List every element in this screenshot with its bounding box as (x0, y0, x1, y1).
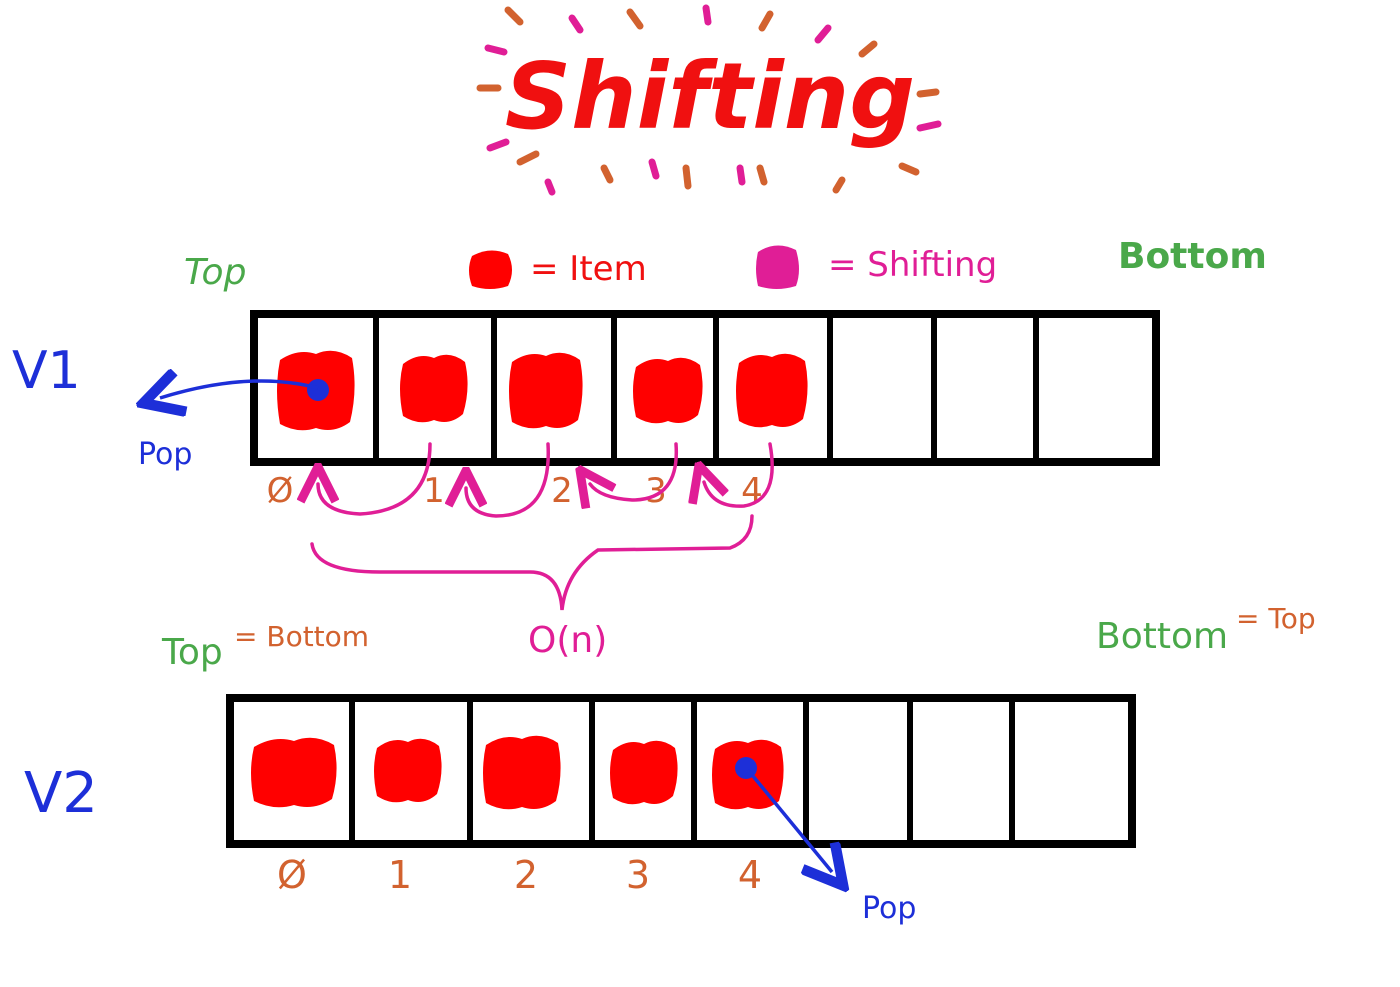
v2-dividers (349, 698, 1015, 844)
v1-index-2: 2 (551, 471, 573, 511)
title-sparkles (476, 4, 942, 196)
v2-index-3: 3 (626, 853, 650, 897)
v1-pop-arrow (160, 381, 319, 398)
v2-bottom-label: Bottom (1096, 616, 1228, 657)
v2-bottom-eq: = Top (1236, 602, 1316, 635)
v1-top-label: Top (184, 252, 246, 293)
v1-item-4 (736, 353, 808, 428)
v1-shift-arrows (318, 442, 774, 518)
page-title: Shifting (505, 43, 915, 150)
v2-top-eq: = Bottom (234, 620, 369, 653)
v2-index-4: 4 (738, 853, 762, 897)
shift-arrow-1-to-0 (318, 442, 432, 516)
v2-index-2: 2 (514, 853, 538, 897)
v1-pop-dot (307, 379, 329, 401)
v1-item-2 (509, 352, 583, 429)
v1-index-0: Ø (267, 471, 294, 511)
v1-item-1 (400, 354, 468, 423)
v1-index-1: 1 (423, 471, 445, 511)
v2-items (251, 735, 784, 810)
v1-items (277, 350, 808, 431)
v2-index-0: Ø (277, 853, 307, 897)
legend-item-swatch (469, 250, 512, 289)
v2-item-1 (374, 738, 442, 803)
v2-section: Top = Bottom Bottom = Top V2 Pop Ø 1 2 3 4 (24, 602, 1316, 926)
v2-indices: Ø 1 2 3 4 (277, 853, 762, 897)
legend: = Item = Shifting (469, 245, 997, 289)
v1-dividers (373, 314, 1039, 462)
legend-item-label: = Item (530, 249, 647, 289)
shift-arrow-3-to-2 (590, 442, 679, 500)
title-group: Shifting (476, 4, 942, 196)
v1-index-3: 3 (645, 471, 667, 511)
v2-item-2 (483, 735, 561, 810)
v2-top-label: Top (161, 632, 223, 673)
v1-complexity: O(n) (528, 620, 607, 661)
legend-shifting-swatch (756, 245, 799, 289)
v2-array-box (226, 694, 1136, 848)
v1-label: V1 (12, 341, 81, 401)
shift-arrow-2-to-1 (466, 442, 550, 518)
v2-item-0 (251, 737, 337, 808)
v2-pop-label: Pop (862, 891, 916, 926)
legend-shifting-label: = Shifting (828, 245, 997, 285)
shift-arrow-4-to-3 (704, 442, 774, 508)
v1-pop-label: Pop (138, 437, 192, 472)
v2-label: V2 (24, 761, 98, 826)
v1-array-box (250, 310, 1160, 466)
v2-item-3 (610, 740, 678, 805)
v1-item-3 (633, 357, 703, 424)
v2-pop-arrow (746, 768, 832, 872)
v1-brace (310, 514, 754, 611)
v1-bottom-label: Bottom (1118, 236, 1267, 277)
v2-index-1: 1 (388, 853, 412, 897)
